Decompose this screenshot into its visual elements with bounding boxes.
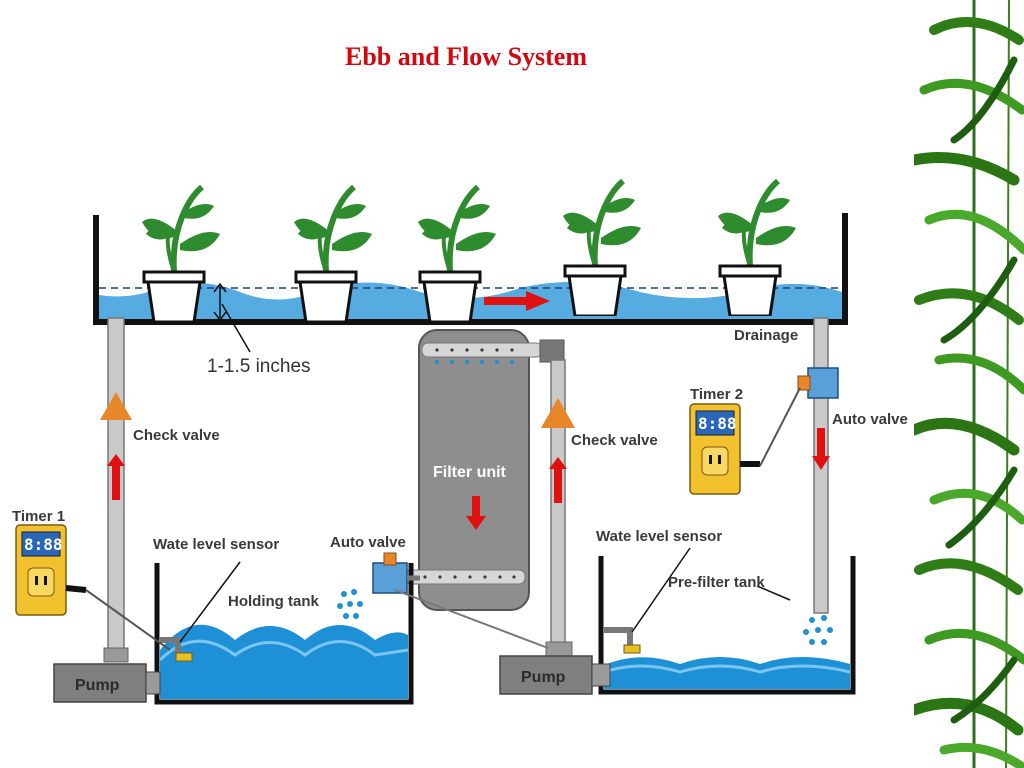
sensor-right-label: Wate level sensor xyxy=(596,528,722,545)
left-riser-pipe xyxy=(100,317,132,663)
holding-tank-label: Holding tank xyxy=(228,593,319,610)
bamboo-decoration xyxy=(914,0,1024,768)
drainage-label: Drainage xyxy=(734,327,798,344)
page-title: Ebb and Flow System xyxy=(345,42,587,71)
right-riser-pipe xyxy=(541,359,575,657)
pump-right-label: Pump xyxy=(521,669,566,686)
auto-valve-right xyxy=(797,367,839,399)
water-depth-indicator xyxy=(213,282,251,353)
timer1-label: Timer 1 xyxy=(12,508,65,525)
timer1-display: 8:88 xyxy=(24,535,63,554)
timer2: 8:88 xyxy=(689,387,801,495)
auto-valve-right-label: Auto valve xyxy=(832,411,908,428)
timer2-label: Timer 2 xyxy=(690,386,743,403)
timer1: 8:88 xyxy=(15,524,171,651)
filter-unit-label: Filter unit xyxy=(433,464,507,481)
prefilter-tank xyxy=(598,547,856,695)
check-valve-right-label: Check valve xyxy=(571,432,658,449)
drainage-pipe xyxy=(803,317,833,645)
holding-tank xyxy=(154,561,414,705)
filter-unit xyxy=(404,329,565,611)
check-valve-right-icon xyxy=(541,398,575,428)
pump-right xyxy=(499,655,611,695)
check-valve-left-label: Check valve xyxy=(133,427,220,444)
timer2-display: 8:88 xyxy=(698,414,737,433)
water-depth-label: 1-1.5 inches xyxy=(207,356,311,377)
auto-valve-left-label: Auto valve xyxy=(330,534,406,551)
tray-flow-arrow xyxy=(484,291,550,311)
pump-left xyxy=(53,663,161,703)
sensor-left-label: Wate level sensor xyxy=(153,536,279,553)
check-valve-left-icon xyxy=(100,392,132,420)
auto-valve-left xyxy=(372,552,549,649)
prefilter-tank-label: Pre-filter tank xyxy=(668,574,765,591)
pump-left-label: Pump xyxy=(75,677,120,694)
